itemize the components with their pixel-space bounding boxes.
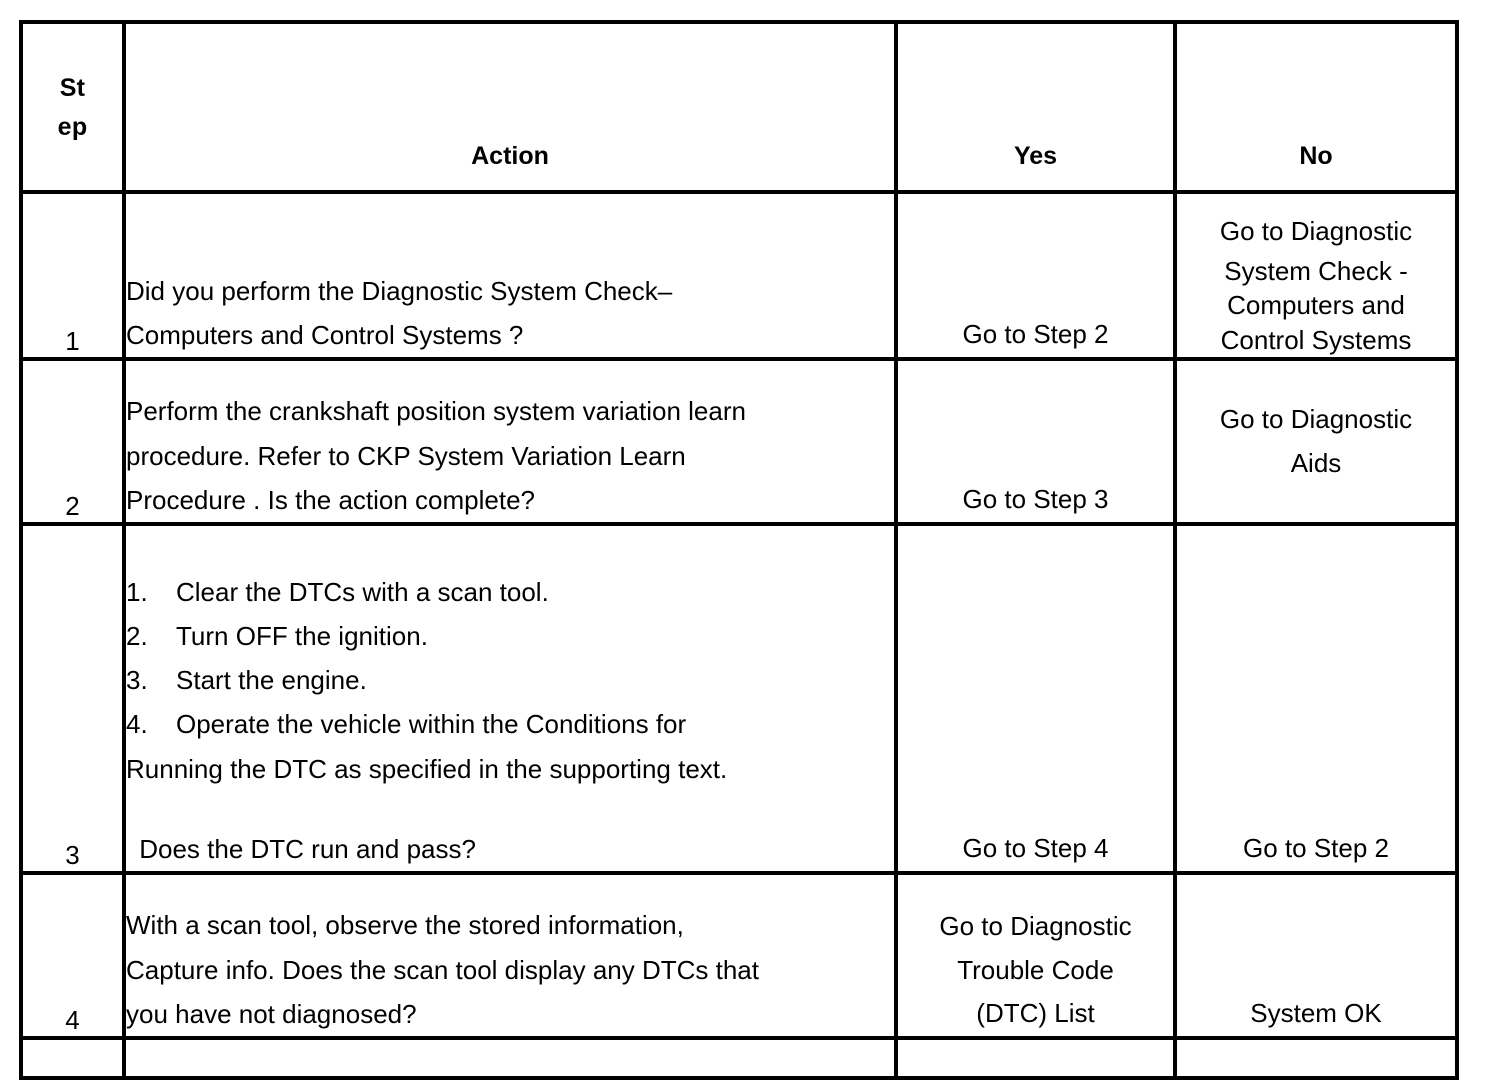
procedure-item-number: 3.: [126, 665, 148, 696]
yes-branch-line: Go to Step 3: [962, 484, 1109, 515]
action-spacer: [126, 791, 894, 827]
yes-branch-line: (DTC) List: [976, 998, 1095, 1029]
column-header-action: Action: [122, 20, 898, 194]
column-header-step-line2: ep: [57, 112, 88, 141]
yes-branch-cell: Go to Step 2: [894, 190, 1177, 361]
yes-branch-line: Trouble Code: [957, 954, 1114, 985]
diagnostic-table-page: St ep Action Yes No 1 Did you perform th…: [19, 20, 1459, 1080]
procedure-item-number: 2.: [126, 621, 148, 652]
procedure-list-item: 1. Clear the DTCs with a scan tool.: [126, 570, 894, 614]
table-row: 3 1. Clear the DTCs with a scan tool. 2. T…: [19, 522, 1459, 875]
yes-branch-cell: Go to Step 3: [894, 357, 1177, 526]
action-line: With a scan tool, observe the stored inf…: [126, 910, 684, 941]
column-header-yes: Yes: [894, 20, 1177, 194]
no-branch-cell-partial: [1173, 1036, 1459, 1080]
action-line: Computers and Control Systems ?: [126, 319, 524, 350]
action-cell: 1. Clear the DTCs with a scan tool. 2. Tur…: [122, 522, 898, 875]
step-number: 4: [19, 871, 126, 1040]
table-row: 1 Did you perform the Diagnostic System …: [19, 190, 1459, 361]
procedure-item-number: 4.: [126, 709, 148, 740]
yes-branch-cell: Go to Step 4: [894, 522, 1177, 875]
procedure-item-text: Operate the vehicle within the Condition…: [176, 709, 687, 740]
procedure-item-text: Start the engine.: [176, 665, 367, 696]
diagnostic-procedure-table: St ep Action Yes No 1 Did you perform th…: [19, 20, 1459, 1080]
action-line: you have not diagnosed?: [126, 998, 417, 1029]
no-branch-line: Computers and: [1227, 290, 1405, 321]
procedure-item-text: Turn OFF the ignition.: [176, 621, 428, 652]
step-number: 3: [19, 522, 126, 875]
action-cell: With a scan tool, observe the stored inf…: [122, 871, 898, 1040]
column-header-step-line1: St: [59, 73, 86, 102]
column-header-no: No: [1173, 20, 1459, 194]
no-branch-line: Go to Diagnostic: [1219, 403, 1413, 434]
column-header-step: St ep: [19, 20, 126, 194]
table-row: 4 With a scan tool, observe the stored i…: [19, 871, 1459, 1040]
procedure-list-item: 2. Turn OFF the ignition.: [126, 614, 894, 658]
action-line: procedure. Refer to CKP System Variation…: [126, 440, 686, 471]
procedure-list-item: 4. Operate the vehicle within the Conditi…: [126, 702, 894, 746]
procedure-continuation-line: Running the DTC as specified in the supp…: [126, 753, 728, 784]
action-line: Did you perform the Diagnostic System Ch…: [126, 275, 673, 306]
action-cell: Perform the crankshaft position system v…: [122, 357, 898, 526]
action-cell: Did you perform the Diagnostic System Ch…: [122, 190, 898, 361]
procedure-list-item: 3. Start the engine.: [126, 658, 894, 702]
table-row: 2 Perform the crankshaft position system…: [19, 357, 1459, 526]
no-branch-line: System OK: [1250, 998, 1382, 1029]
yes-branch-line: Go to Step 4: [962, 833, 1109, 864]
step-number-partial: [19, 1036, 126, 1080]
table-row-partial: [19, 1036, 1459, 1080]
action-line: Capture info. Does the scan tool display…: [126, 954, 759, 985]
no-branch-line: System Check -: [1224, 256, 1408, 287]
no-branch-line: Go to Diagnostic: [1219, 216, 1413, 247]
yes-branch-line: Go to Step 2: [962, 319, 1109, 350]
no-branch-cell: Go to Step 2: [1173, 522, 1459, 875]
no-branch-line: Aids: [1290, 447, 1342, 478]
yes-branch-line: Go to Diagnostic: [939, 910, 1132, 941]
yes-branch-cell: Go to Diagnostic Trouble Code (DTC) List: [894, 871, 1177, 1040]
action-question-line: Does the DTC run and pass?: [132, 833, 476, 864]
no-branch-line: Control Systems: [1220, 324, 1412, 355]
yes-branch-cell-partial: [894, 1036, 1177, 1080]
no-branch-cell: Go to Diagnostic Aids: [1173, 357, 1459, 526]
action-cell-partial: [122, 1036, 898, 1080]
no-branch-line: Go to Step 2: [1243, 833, 1389, 864]
no-branch-cell: Go to Diagnostic System Check - Computer…: [1173, 190, 1459, 361]
no-branch-cell: System OK: [1173, 871, 1459, 1040]
step-number: 1: [19, 190, 126, 361]
action-line: Procedure . Is the action complete?: [126, 484, 536, 515]
procedure-item-number: 1.: [126, 576, 148, 607]
procedure-item-text: Clear the DTCs with a scan tool.: [176, 576, 549, 607]
step-number: 2: [19, 357, 126, 526]
table-header-row: St ep Action Yes No: [19, 20, 1459, 194]
procedure-list: 1. Clear the DTCs with a scan tool. 2. Tur…: [126, 570, 894, 747]
action-line: Perform the crankshaft position system v…: [126, 396, 746, 427]
